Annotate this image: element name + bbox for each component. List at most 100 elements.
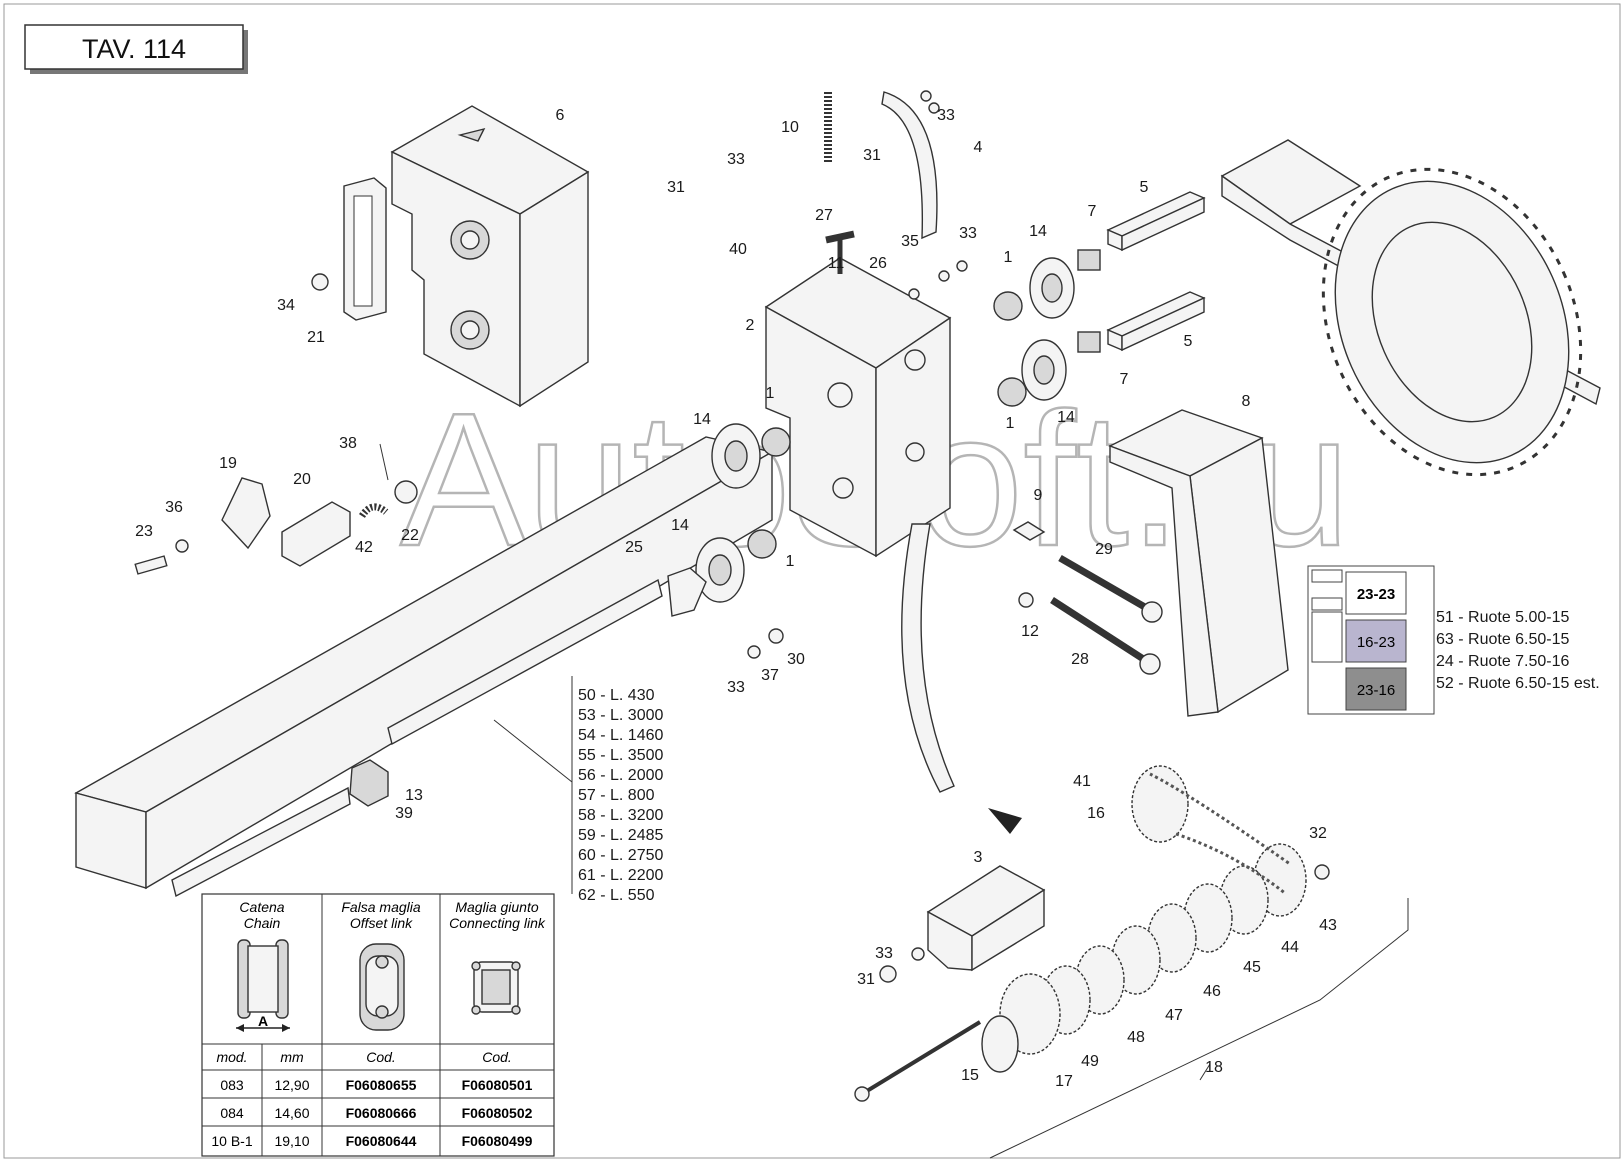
part-number-33: 33	[875, 945, 893, 962]
part-number-32: 32	[1309, 825, 1327, 842]
gearbox-cover	[390, 105, 590, 408]
chain-tensioner	[926, 865, 1046, 972]
part-number-13: 13	[405, 787, 423, 804]
part-number-37: 37	[761, 667, 779, 684]
wheel-option: 63 - Ruote 6.50-15	[1436, 631, 1570, 648]
part-number-21: 21	[307, 329, 325, 346]
part-number-31: 31	[863, 147, 881, 164]
part-number-7: 7	[1088, 203, 1097, 220]
table-cell: 084	[220, 1105, 244, 1121]
part-number-48: 48	[1127, 1029, 1145, 1046]
part-number-46: 46	[1203, 983, 1221, 1000]
ratio-label: 23-16	[1357, 682, 1395, 699]
square-shaft	[74, 436, 774, 890]
part-number-4: 4	[974, 139, 983, 156]
col-mod: mod.	[216, 1049, 247, 1065]
part-number-19: 19	[219, 455, 237, 472]
part-number-29: 29	[1095, 541, 1113, 558]
table-cell: 12,90	[274, 1077, 309, 1093]
shaft-length-option: 61 - L. 2200	[578, 867, 664, 884]
lengths-bracket	[493, 676, 573, 894]
part-number-31: 31	[857, 971, 875, 988]
offset-link-icon	[359, 943, 405, 1031]
shaft-length-option: 57 - L. 800	[578, 787, 655, 804]
shaft-length-option: 56 - L. 2000	[578, 767, 664, 784]
shaft-length-option: 60 - L. 2750	[578, 847, 664, 864]
wheels-list: 51 - Ruote 5.00-15 63 - Ruote 6.50-15 24…	[1436, 609, 1600, 692]
connect-header-en: Connecting link	[449, 915, 546, 931]
part-number-10: 10	[781, 119, 799, 136]
part-number-18: 18	[1205, 1059, 1223, 1076]
part-number-45: 45	[1243, 959, 1261, 976]
col-cod-connect: Cod.	[482, 1049, 512, 1065]
part-number-12: 12	[1021, 623, 1039, 640]
part-number-34: 34	[277, 297, 295, 314]
part-number-15: 15	[961, 1067, 979, 1084]
table-cell: F06080499	[462, 1133, 533, 1149]
shaft-length-option: 50 - L. 430	[578, 687, 655, 704]
shaft-length-option: 58 - L. 3200	[578, 807, 664, 824]
chain-header-en: Chain	[244, 915, 281, 931]
part-number-16: 16	[1087, 805, 1105, 822]
dimension-label: A	[258, 1013, 268, 1029]
part-number-47: 47	[1165, 1007, 1183, 1024]
table-cell: 19,10	[274, 1133, 309, 1149]
hex-shaft	[171, 578, 663, 898]
part-number-33: 33	[937, 107, 955, 124]
part-number-49: 49	[1081, 1053, 1099, 1070]
chain-table: Catena Chain Falsa maglia Offset link Ma…	[201, 893, 555, 1157]
part-number-5: 5	[1184, 333, 1193, 350]
table-cell: F06080644	[346, 1133, 417, 1149]
part-number-5: 5	[1140, 179, 1149, 196]
part-number-39: 39	[395, 805, 413, 822]
part-number-14: 14	[1029, 223, 1047, 240]
drawbar-wheel	[1220, 139, 1601, 477]
part-number-1: 1	[766, 385, 775, 402]
part-number-11: 11	[828, 255, 845, 272]
col-cod-offset: Cod.	[366, 1049, 396, 1065]
page-title: TAV. 114	[82, 34, 186, 64]
part-number-1: 1	[1004, 249, 1013, 266]
part-number-7: 7	[1120, 371, 1129, 388]
hub-shafts	[1077, 191, 1206, 353]
col-mm: mm	[280, 1049, 304, 1065]
table-cell: F06080502	[462, 1105, 533, 1121]
chain-icon: A	[236, 939, 290, 1032]
table-cell: F06080655	[346, 1077, 417, 1093]
part-number-33: 33	[727, 151, 745, 168]
wheel-option: 24 - Ruote 7.50-16	[1436, 653, 1570, 670]
page-border	[3, 3, 1621, 1159]
part-number-6: 6	[556, 107, 565, 124]
wheel-option: 52 - Ruote 6.50-15 est.	[1436, 675, 1600, 692]
shaft-length-option: 62 - L. 550	[578, 887, 655, 904]
part-number-1: 1	[1006, 415, 1015, 432]
lever-arm	[881, 91, 938, 240]
table-cell: F06080501	[462, 1077, 533, 1093]
shaft-length-option: 55 - L. 3500	[578, 747, 664, 764]
connect-header-it: Maglia giunto	[455, 899, 538, 915]
part-number-43: 43	[1319, 917, 1337, 934]
counter-assembly	[134, 443, 418, 575]
slide-bracket	[343, 177, 387, 321]
part-number-28: 28	[1071, 651, 1089, 668]
chain-header-it: Catena	[239, 899, 284, 915]
table-cell: 14,60	[274, 1105, 309, 1121]
part-number-22: 22	[401, 527, 419, 544]
part-number-31: 31	[667, 179, 685, 196]
part-number-41: 41	[1073, 773, 1091, 790]
part-number-20: 20	[293, 471, 311, 488]
part-number-25: 25	[625, 539, 643, 556]
part-number-1: 1	[786, 553, 795, 570]
offset-header-it: Falsa maglia	[341, 899, 421, 915]
main-housing	[764, 257, 952, 558]
ratio-label: 16-23	[1357, 634, 1395, 651]
connecting-link-icon	[471, 961, 521, 1015]
part-number-14: 14	[693, 411, 711, 428]
sprocket-stack	[981, 765, 1307, 1073]
part-number-33: 33	[727, 679, 745, 696]
table-cell: 10 B-1	[211, 1133, 252, 1149]
part-number-27: 27	[815, 207, 833, 224]
fasteners	[311, 90, 1330, 1102]
